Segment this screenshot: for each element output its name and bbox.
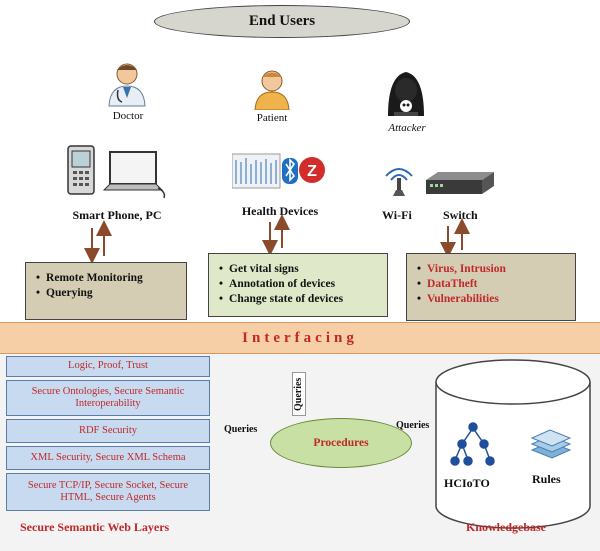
interfacing-bar: Interfacing bbox=[0, 322, 600, 354]
list-item: Get vital signs bbox=[219, 263, 377, 275]
list-item: Vulnerabilities bbox=[417, 293, 565, 305]
layer-rdf-security: RDF Security bbox=[6, 419, 210, 443]
list-item: Querying bbox=[36, 287, 176, 299]
interfacing-label: Interfacing bbox=[242, 329, 358, 346]
layer-logic-proof-trust: Logic, Proof, Trust bbox=[6, 356, 210, 377]
rules-stack-icon bbox=[530, 429, 572, 459]
hcioto-label: HCIoTO bbox=[444, 476, 490, 490]
threats-box: Virus, Intrusion DataTheft Vulnerabiliti… bbox=[406, 253, 576, 321]
list-item: Change state of devices bbox=[219, 293, 377, 305]
patient-icon bbox=[254, 70, 290, 110]
secure-semantic-layers: Logic, Proof, Trust Secure Ontologies, S… bbox=[6, 356, 210, 514]
smartphone-pc-icon bbox=[67, 145, 166, 199]
doctor-icon bbox=[108, 63, 146, 107]
attacker-label: Attacker bbox=[388, 122, 426, 134]
knowledgebase-caption: Knowledgebase bbox=[466, 520, 547, 534]
doctor-label: Doctor bbox=[112, 110, 144, 122]
end-users-ellipse: End Users bbox=[154, 5, 410, 38]
health-devices-label: Health Devices bbox=[241, 204, 319, 218]
patient-label: Patient bbox=[256, 112, 288, 124]
attacker-icon bbox=[388, 72, 424, 116]
wifi-label: Wi-Fi bbox=[382, 208, 412, 222]
queries-top-label: Queries bbox=[292, 372, 306, 416]
procedures-ellipse: Procedures bbox=[270, 418, 412, 468]
network-switch-icon bbox=[426, 172, 494, 194]
wifi-router-icon bbox=[385, 168, 413, 196]
knowledgebase-cylinder bbox=[435, 359, 591, 529]
queries-left-label: Queries bbox=[224, 424, 258, 435]
end-users-label: End Users bbox=[248, 13, 316, 29]
health-devices-icon: Z bbox=[232, 153, 325, 189]
switch-label: Switch bbox=[443, 208, 478, 222]
list-item: Virus, Intrusion bbox=[417, 263, 565, 275]
layers-caption: Secure Semantic Web Layers bbox=[20, 520, 170, 534]
smartphone-pc-label: Smart Phone, PC bbox=[72, 208, 162, 222]
rules-label: Rules bbox=[532, 472, 561, 486]
svg-text:Z: Z bbox=[307, 163, 317, 180]
queries-right-label: Queries bbox=[396, 420, 430, 431]
layer-xml-security: XML Security, Secure XML Schema bbox=[6, 446, 210, 470]
list-item: Annotation of devices bbox=[219, 278, 377, 290]
doctor-functions-box: Remote Monitoring Querying bbox=[25, 262, 187, 320]
health-functions-box: Get vital signs Annotation of devices Ch… bbox=[208, 253, 388, 317]
layer-secure-tcpip: Secure TCP/IP, Secure Socket, Secure HTM… bbox=[6, 473, 210, 511]
layer-secure-ontologies: Secure Ontologies, Secure Semantic Inter… bbox=[6, 380, 210, 416]
list-item: Remote Monitoring bbox=[36, 272, 176, 284]
list-item: DataTheft bbox=[417, 278, 565, 290]
procedures-label: Procedures bbox=[313, 437, 369, 449]
hierarchy-icon bbox=[450, 422, 495, 466]
